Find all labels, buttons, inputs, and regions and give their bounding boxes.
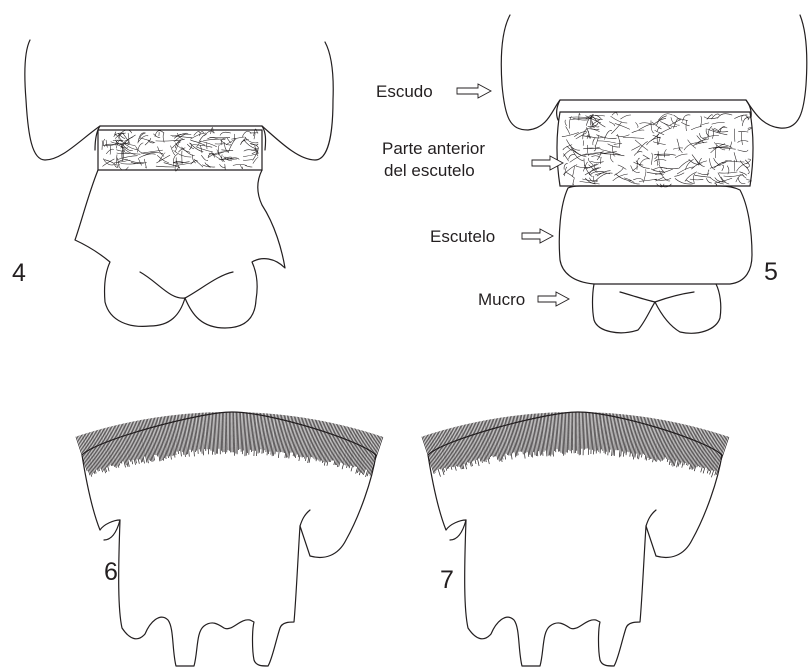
fringe-stroke: [604, 413, 607, 453]
fig4-scutellum-outline: [75, 170, 285, 328]
fringe-stroke: [244, 412, 245, 450]
fringe-stroke: [259, 413, 262, 453]
fringe-stroke: [221, 412, 222, 451]
fringe-stroke: [489, 420, 496, 457]
escudo-label: Escudo: [376, 82, 433, 101]
fringe-stroke: [586, 412, 587, 449]
fringe-stroke: [568, 412, 569, 450]
fringe-stroke: [566, 412, 567, 452]
fringe-stroke: [587, 412, 588, 448]
fringe-stroke: [669, 423, 678, 465]
fringe-stroke: [241, 412, 242, 452]
fringe-stroke: [590, 412, 591, 449]
fringe-stroke: [485, 420, 492, 456]
mucro-label: Mucro: [478, 290, 525, 309]
figure-4-drawing: 4: [12, 40, 333, 328]
fringe-stroke: [195, 413, 198, 454]
escutelo-label: Escutelo: [430, 227, 495, 246]
fringe-stroke: [585, 412, 586, 450]
fringe-stroke: [558, 412, 559, 451]
escutelo-arrow: [522, 229, 553, 243]
fringe-stroke: [581, 412, 582, 455]
fringe-stroke: [222, 412, 223, 452]
fringe-stroke: [242, 412, 243, 454]
fringe-stroke: [541, 413, 544, 452]
parte-anterior-label-line1: Parte anterior: [382, 139, 485, 158]
fringe-stroke: [582, 412, 583, 449]
fringe-stroke: [239, 412, 240, 450]
fringe-stroke: [220, 412, 221, 454]
fringe-stroke: [201, 413, 204, 456]
fringe-stroke: [194, 413, 197, 450]
fringe-stroke: [560, 412, 561, 453]
fringe-stroke: [547, 413, 550, 456]
fringe-stroke: [240, 412, 241, 449]
fig4-number: 4: [12, 259, 26, 287]
fringe-stroke: [488, 420, 495, 457]
fig5-scutellum-outline: [559, 186, 752, 284]
fringe-stroke: [561, 412, 562, 454]
fringe-stroke: [544, 413, 547, 456]
fringe-stroke: [630, 416, 635, 457]
escudo-arrow: [457, 84, 491, 98]
figure-6-drawing: 6: [76, 412, 383, 666]
fringe-stroke: [564, 412, 565, 454]
fringe-stroke: [508, 417, 513, 454]
fig7-fringe: [422, 412, 729, 477]
fringe-stroke: [214, 412, 215, 455]
figure-7-drawing: 7: [422, 412, 729, 666]
mucro-arrow: [538, 292, 569, 306]
fringe-stroke: [235, 412, 236, 456]
fringe-stroke: [200, 413, 203, 454]
figure-5-drawing: Escudo Parte anterior del escutelo Escut…: [376, 15, 807, 333]
fringe-stroke: [113, 426, 122, 463]
fig5-mucro-outline: [593, 284, 721, 333]
fringe-stroke: [212, 412, 213, 451]
fringe-stroke: [583, 412, 584, 455]
fringe-stroke: [567, 412, 568, 453]
fig7-number: 7: [440, 566, 454, 594]
fig6-fringe: [76, 412, 383, 477]
parte-anterior-label-line2: del escutelo: [384, 161, 475, 180]
fringe-stroke: [218, 412, 219, 449]
fig5-number: 5: [764, 258, 778, 286]
fringe-stroke: [588, 412, 589, 455]
fringe-stroke: [237, 412, 238, 454]
fringe-stroke: [563, 412, 564, 456]
fig6-number: 6: [104, 558, 118, 586]
fringe-stroke: [236, 412, 237, 453]
fringe-stroke: [215, 412, 216, 453]
fringe-stroke: [546, 413, 549, 456]
fringe-stroke: [607, 413, 610, 452]
fringe-stroke: [217, 412, 218, 454]
fringe-stroke: [605, 413, 608, 454]
fringe-stroke: [257, 413, 260, 456]
fringe-stroke: [258, 413, 261, 454]
